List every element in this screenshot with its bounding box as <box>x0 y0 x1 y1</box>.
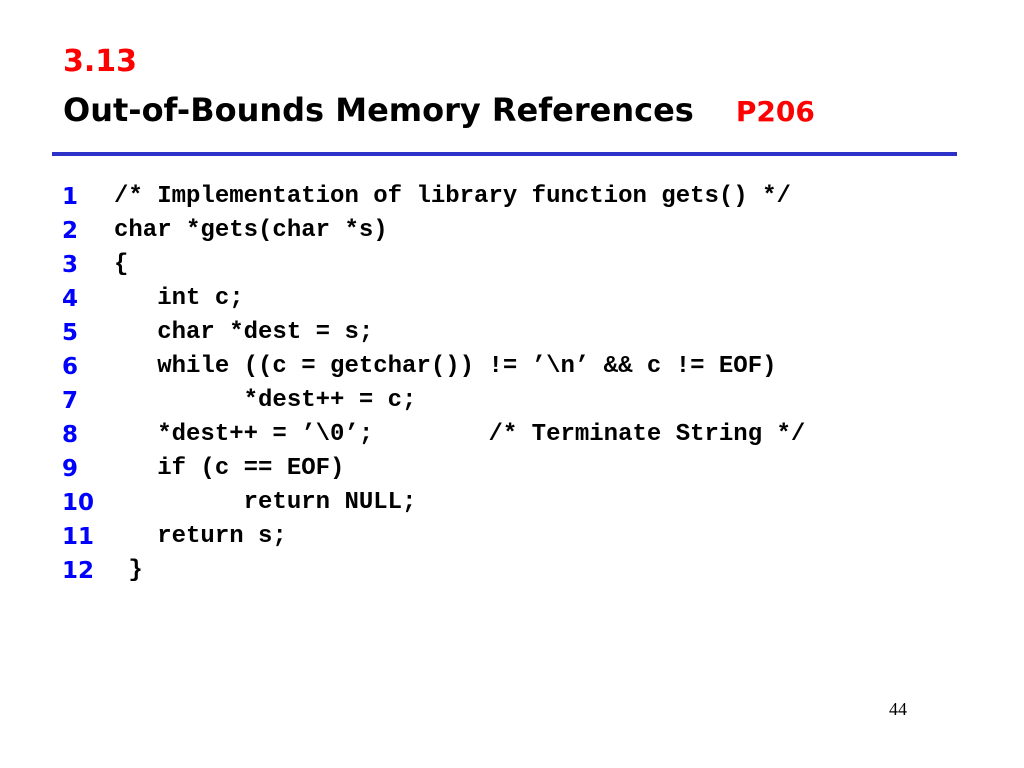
page-reference: P206 <box>735 95 815 128</box>
code-line: 4 int c; <box>62 282 805 316</box>
line-number: 7 <box>62 388 79 414</box>
title-divider <box>52 152 957 156</box>
code-line: 10 return NULL; <box>62 486 805 520</box>
code-text: /* Implementation of library function ge… <box>114 183 791 210</box>
line-number: 10 <box>62 490 95 516</box>
code-line: 7 *dest++ = c; <box>62 384 805 418</box>
code-text: return s; <box>114 523 287 550</box>
code-line: 8 *dest++ = ’\0’; /* Terminate String */ <box>62 418 805 452</box>
code-text: char *dest = s; <box>114 319 374 346</box>
code-line: 12 } <box>62 554 805 588</box>
line-number: 5 <box>62 320 79 346</box>
code-line: 9 if (c == EOF) <box>62 452 805 486</box>
line-number: 2 <box>62 218 79 244</box>
code-text: return NULL; <box>114 489 417 516</box>
code-line: 6 while ((c = getchar()) != ’\n’ && c !=… <box>62 350 805 384</box>
code-text: { <box>114 251 129 278</box>
page-number: 44 <box>889 699 907 719</box>
line-number: 1 <box>62 184 79 210</box>
code-line: 2 char *gets(char *s) <box>62 214 805 248</box>
line-number: 12 <box>62 558 95 584</box>
code-text: char *gets(char *s) <box>114 217 388 244</box>
code-line: 3{ <box>62 248 805 282</box>
line-number: 11 <box>62 524 95 550</box>
section-number: 3.13 <box>63 44 138 79</box>
code-text: } <box>114 557 143 584</box>
line-number: 4 <box>62 286 79 312</box>
code-text: *dest++ = ’\0’; /* Terminate String */ <box>114 421 806 448</box>
slide-title-text: Out-of-Bounds Memory References <box>63 91 694 129</box>
code-listing: 1 /* Implementation of library function g… <box>62 180 805 588</box>
line-number: 9 <box>62 456 79 482</box>
slide-title: Out-of-Bounds Memory References P206 <box>63 88 815 134</box>
code-line: 5 char *dest = s; <box>62 316 805 350</box>
line-number: 8 <box>62 422 79 448</box>
line-number: 3 <box>62 252 79 278</box>
code-text: while ((c = getchar()) != ’\n’ && c != E… <box>114 353 777 380</box>
code-line: 1 /* Implementation of library function g… <box>62 180 805 214</box>
code-text: int c; <box>114 285 244 312</box>
code-text: *dest++ = c; <box>114 387 417 414</box>
line-number: 6 <box>62 354 79 380</box>
code-line: 11 return s; <box>62 520 805 554</box>
code-text: if (c == EOF) <box>114 455 345 482</box>
